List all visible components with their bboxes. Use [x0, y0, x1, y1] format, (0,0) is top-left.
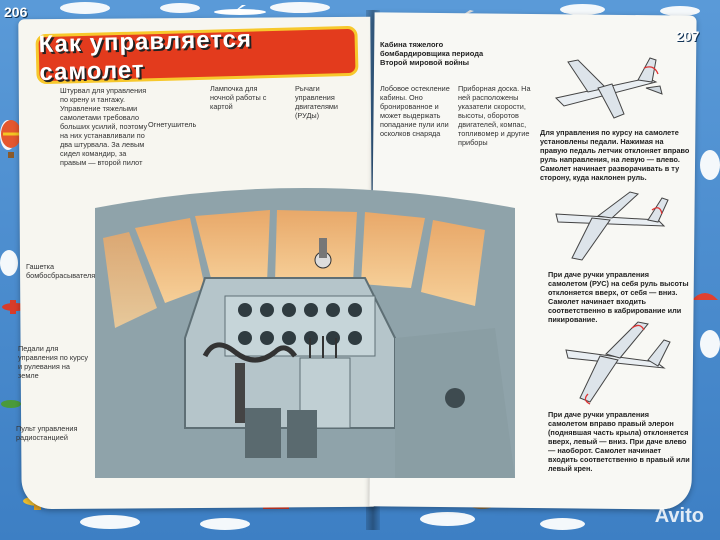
rudder-diagram: [554, 57, 663, 119]
cloud: [60, 2, 110, 14]
label-glazing: Лобовое остекление кабины. Оно бронирова…: [380, 84, 450, 138]
cloud: [160, 3, 200, 13]
label-bomb-release: Гашетка бомбосбрасывателя: [26, 262, 96, 280]
cloud: [80, 515, 140, 529]
green-plane-icon: [1, 400, 21, 408]
cockpit-caption: Кабина тяжелого бомбардировщика периода …: [380, 40, 484, 67]
cloud: [700, 150, 720, 180]
parachute-icon: [692, 293, 718, 300]
cloud: [560, 4, 605, 15]
page-number-right: 207: [676, 28, 700, 44]
text-aileron: При даче ручки управления самолетом впра…: [548, 410, 690, 473]
label-radio: Пульт управления радиостанцией: [16, 424, 78, 442]
cloud: [420, 512, 475, 526]
title-banner: Как управляется самолет: [35, 25, 359, 87]
cloud: [540, 518, 585, 530]
label-yoke: Штурвал для управления по крену и тангаж…: [60, 86, 148, 167]
cloud: [200, 518, 250, 530]
cloud: [660, 6, 700, 16]
cloud: [270, 2, 330, 13]
cloud: [700, 330, 720, 358]
jet-icon: [214, 5, 266, 15]
aileron-diagram: [565, 321, 671, 405]
page-title: Как управляется самолет: [38, 25, 253, 87]
hot-air-balloon-icon: [1, 120, 21, 158]
text-elevator: При даче ручки управления самолетом (РУС…: [548, 270, 689, 324]
page-number-left: 206: [4, 4, 28, 20]
label-extinguisher: Огнетушитель: [148, 120, 197, 129]
label-pedals: Педали для управления по курсу и рулеван…: [18, 344, 89, 380]
elevator-diagram: [555, 191, 669, 261]
label-instruments: Приборная доска. На ней расположены указ…: [458, 84, 531, 147]
cockpit-illustration: [95, 188, 515, 478]
avito-watermark: Avito: [654, 505, 704, 527]
cloud: [0, 250, 18, 276]
label-lamp: Лампочка для ночной работы с картой: [210, 84, 267, 111]
label-throttles: Рычаги управления двигателями (РУДы): [295, 84, 338, 120]
text-rudder: Для управления по курсу на самолете уста…: [540, 128, 690, 182]
